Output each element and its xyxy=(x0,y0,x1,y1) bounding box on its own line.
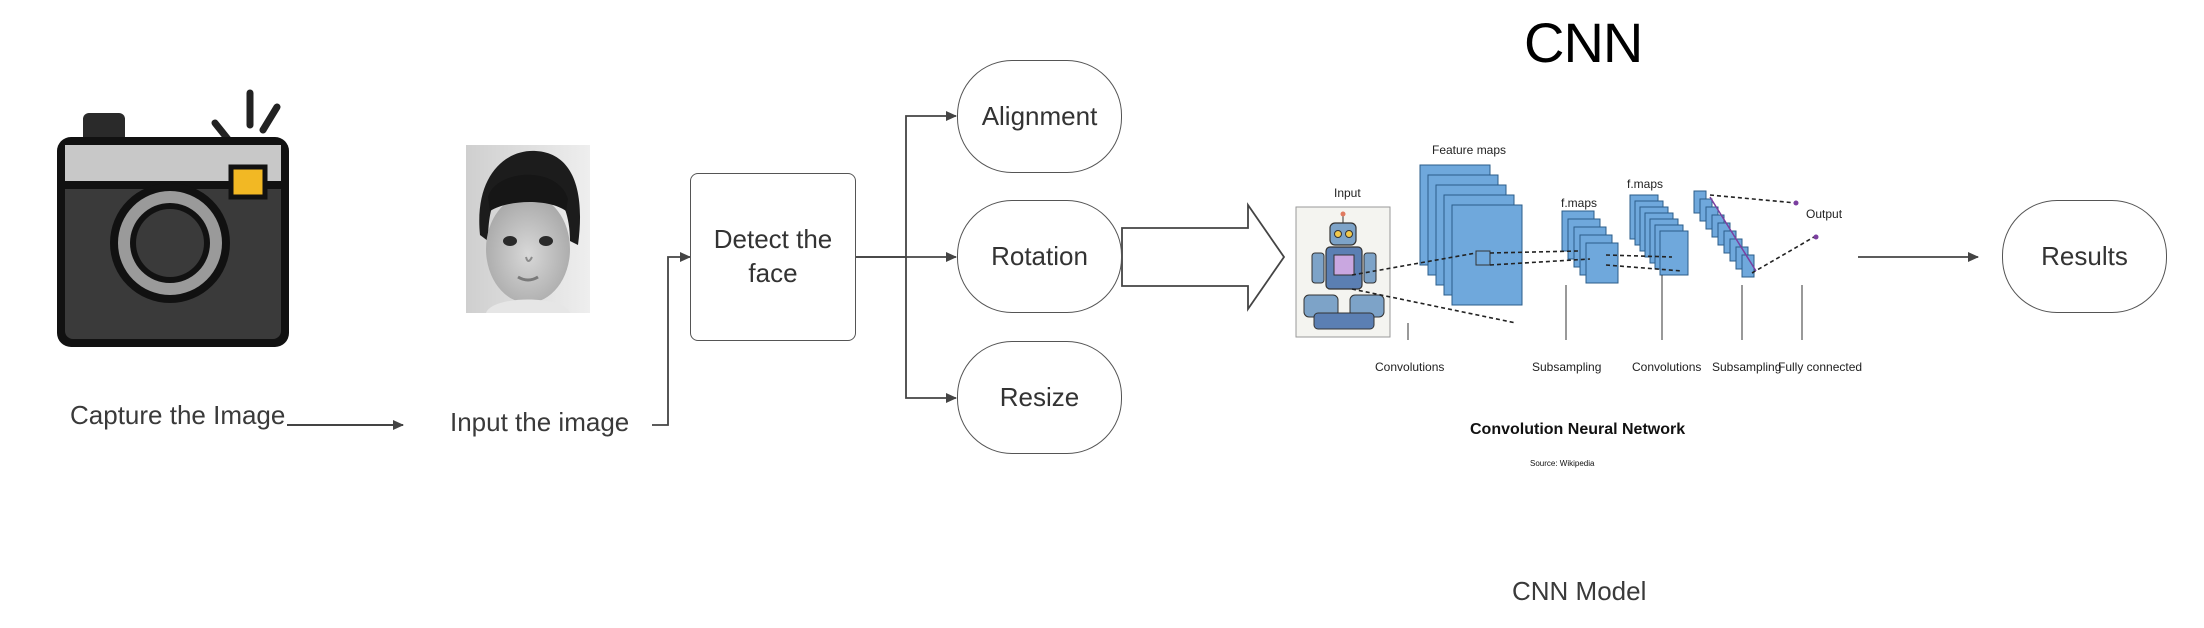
fig-bottom-label-3: Convolutions xyxy=(1632,360,1702,374)
capture-label: Capture the Image xyxy=(70,400,286,430)
robot-icon xyxy=(1303,211,1385,330)
arrow-detect-to-alignment xyxy=(856,111,957,258)
block-arrow-to-cnn xyxy=(1121,202,1286,312)
rotation-label: Rotation xyxy=(991,240,1088,271)
fig-fmaps-label-2: f.maps xyxy=(1627,177,1664,191)
cnn-title: CNN xyxy=(1524,11,1643,74)
fig-feature-maps-label: Feature maps xyxy=(1432,143,1507,157)
rotation-box: Rotation xyxy=(957,200,1122,313)
child-face-photo xyxy=(466,145,590,313)
alignment-label: Alignment xyxy=(981,100,1098,131)
resize-box: Resize xyxy=(957,341,1122,454)
fig-source: Source: Wikipedia xyxy=(1530,459,1595,468)
fig-bottom-label-2: Subsampling xyxy=(1532,360,1602,374)
fig-bottom-label-1: Convolutions xyxy=(1375,360,1445,374)
results-box: Results xyxy=(2002,200,2167,313)
fig-bottom-label-4: Subsampling xyxy=(1712,360,1782,374)
resize-label: Resize xyxy=(999,381,1080,412)
fig-output-label: Output xyxy=(1806,207,1843,221)
cnn-model-label: CNN Model xyxy=(1512,576,1647,606)
results-label: Results xyxy=(2041,240,2128,271)
detect-face-label: Detect the face xyxy=(713,224,833,288)
input-label: Input the image xyxy=(450,407,630,437)
arrow-input-to-detect xyxy=(652,252,691,426)
camera-icon xyxy=(57,89,289,347)
cnn-architecture-figure xyxy=(1295,164,1819,340)
arrow-detect-to-resize xyxy=(905,257,957,403)
detect-face-box: Detect the face xyxy=(690,173,856,341)
fig-fmaps-label-1: f.maps xyxy=(1561,196,1598,210)
alignment-box: Alignment xyxy=(957,60,1122,173)
fig-bottom-label-5: Fully connected xyxy=(1778,360,1863,374)
fig-input-label: Input xyxy=(1334,186,1361,200)
fig-caption: Convolution Neural Network xyxy=(1470,421,1686,438)
